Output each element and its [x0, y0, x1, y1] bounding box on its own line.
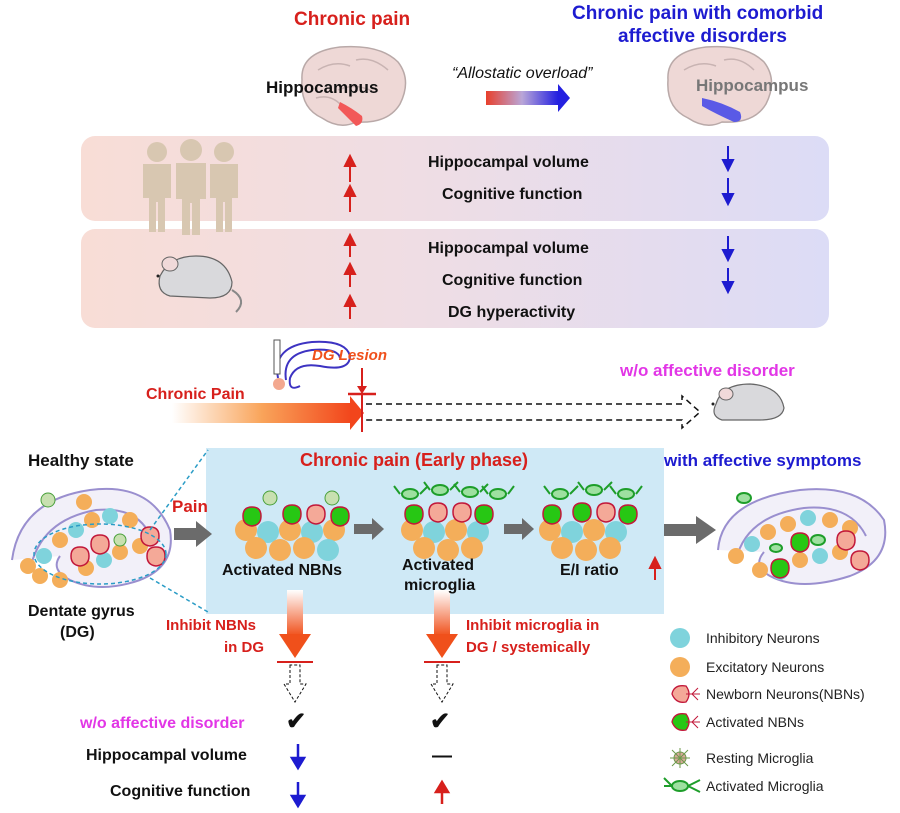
dashed-outcome-arrow [366, 394, 702, 430]
nbn-check-icon: ✔ [286, 708, 307, 735]
inhibit-microglia-arrow [424, 590, 460, 703]
dentate-gyrus-label-2: (DG) [60, 624, 95, 641]
dentate-gyrus-label-1: Dentate gyrus [28, 603, 135, 620]
legend-label: Activated Microglia [706, 778, 824, 794]
humans-icon [143, 139, 238, 235]
dentate-gyrus-healthy [11, 487, 172, 588]
allostatic-overload-arrow [486, 84, 570, 112]
inhibit-nbns-label-2: in DG [224, 639, 264, 656]
outcome-label-1: w/o affective disorder [80, 715, 245, 732]
lesion-outcome-label: w/o affective disorder [620, 361, 795, 380]
chronic-pain-label: Chronic Pain [146, 386, 245, 403]
zoom-lines [149, 449, 209, 613]
legend-label: Resting Microglia [706, 750, 814, 766]
healthy-state-label: Healthy state [28, 451, 134, 470]
legend-label: Inhibitory Neurons [706, 630, 820, 646]
left-brain-icon [301, 45, 407, 126]
stage-arrow-2 [504, 518, 534, 540]
outcome-arrows [289, 744, 451, 809]
with-affective-label: with affective symptoms [664, 451, 862, 470]
inhibit-microglia-label-1: Inhibit microglia in [466, 617, 600, 634]
stage3-label: E/I ratio [560, 562, 619, 579]
pain-label: Pain [172, 497, 208, 516]
inhibit-nbns-arrow [277, 590, 313, 703]
right-title-line1: Chronic pain with comorbid [572, 3, 824, 24]
inhibit-microglia-label-2: DG / systemically [466, 639, 591, 656]
mouse-icon [156, 255, 243, 313]
legend-icons [663, 628, 701, 793]
microglia-check-icon: ✔ [430, 708, 451, 735]
inhibit-nbns-label-1: Inhibit NBNs [166, 617, 256, 634]
pain-arrow [174, 521, 212, 547]
dg-lesion-label: DG Lesion [312, 347, 388, 364]
rodent-row-3: DG hyperactivity [448, 304, 576, 321]
right-hippocampus-label: Hippocampus [696, 76, 809, 95]
stage2-cells [393, 481, 515, 561]
legend-label: Activated NBNs [706, 714, 805, 730]
allostatic-overload-label: “Allostatic overload” [452, 65, 593, 82]
legend-label: Newborn Neurons(NBNs) [706, 686, 865, 702]
stage1-label: Activated NBNs [222, 562, 343, 579]
dentate-gyrus-affective [717, 488, 887, 585]
panel-arrows [343, 146, 735, 319]
human-row-1: Hippocampal volume [428, 154, 589, 171]
chronic-pain-arrow [172, 368, 376, 432]
ei-up-arrow [648, 555, 662, 580]
rodent-row-2: Cognitive function [442, 272, 583, 289]
stage2-label-2: microglia [404, 577, 476, 594]
stage2-label-1: Activated [402, 557, 475, 574]
stage3-cells [539, 481, 643, 561]
stage1-cells [235, 490, 350, 561]
outcome-label-3: Cognitive function [110, 783, 251, 800]
grey-arrow-right [664, 516, 716, 544]
left-title: Chronic pain [294, 9, 411, 30]
early-phase-title: Chronic pain (Early phase) [300, 450, 529, 470]
left-hippocampus-label: Hippocampus [266, 78, 379, 97]
human-row-2: Cognitive function [442, 186, 583, 203]
right-brain-icon [667, 45, 773, 126]
outcome-label-2: Hippocampal volume [86, 747, 247, 764]
legend-label: Excitatory Neurons [706, 659, 825, 675]
microglia-no-change-dash: — [432, 745, 452, 767]
right-title-line2: affective disorders [618, 26, 787, 47]
dg-lesion-schematic [273, 339, 352, 390]
mouse-right-icon [711, 383, 785, 421]
rodent-row-1: Hippocampal volume [428, 240, 589, 257]
stage-arrow-1 [354, 518, 384, 540]
